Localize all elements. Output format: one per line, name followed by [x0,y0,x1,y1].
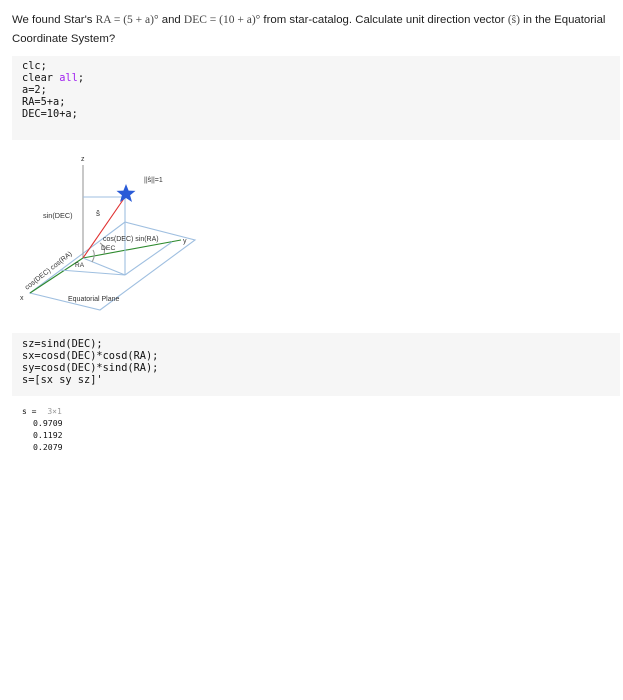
question-part-3: from star-catalog. Calculate unit direct… [260,14,508,26]
plane-projection-line [82,257,126,276]
dec-angle-label: DEC [101,245,115,252]
dec-expression: DEC = (10 + a)° [183,14,261,26]
output-size: 3×1 [47,407,62,416]
code-keyword: all [59,71,78,84]
output-header: s = 3×1 [22,407,63,417]
x-axis-label: x [20,295,24,302]
code-line: a=2; [22,83,47,96]
unit-vector-arrow [82,196,126,259]
question-text: We found Star's RA = (5 + a)° and DEC = … [12,11,612,49]
y-axis-label: y [183,238,187,245]
star-icon [116,184,136,202]
ra-expression: RA = (5 + a)° [95,14,159,26]
x-axis [29,257,84,294]
cos-dec-cos-ra-label: cos(DEC) cos(RA) [24,251,74,292]
code-line: clear all; [22,71,85,84]
norm-label: ||ŝ||=1 [144,177,163,184]
ra-angle-label: RA [75,262,85,269]
output-variable: s [22,407,27,416]
cos-dec-sin-ra-label: cos(DEC) sin(RA) [103,236,159,243]
code-line: sy=cosd(DEC)*sind(RA); [22,361,159,374]
code-line: DEC=10+a; [22,107,78,120]
ra-angle-arc [91,249,95,263]
output-equals: = [31,407,37,416]
unit-vector-symbol: (ŝ) [507,14,520,26]
sin-dec-label: sin(DEC) [43,211,73,220]
y-axis [82,239,182,259]
z-axis-label: z [81,156,85,163]
output-value: 0.2079 [33,442,63,452]
output-value: 0.1192 [33,430,63,440]
x-component-line [59,269,126,276]
question-part-1: We found Star's [12,14,96,26]
code-block-computation[interactable]: sz=sind(DEC); sx=cosd(DEC)*cosd(RA); sy=… [12,333,620,396]
command-output: s = 3×1 0.9709 0.1192 0.2079 [22,407,63,453]
code-line: sz=sind(DEC); [22,338,103,350]
code-block-setup[interactable]: clc; clear all; a=2; RA=5+a; DEC=10+a; [12,56,620,140]
code-line: sx=cosd(DEC)*cosd(RA); [22,349,159,362]
code-line: clc; [22,60,47,72]
equatorial-plane-label: Equatorial Plane [68,296,119,303]
code-line: RA=5+a; [22,95,66,108]
output-value: 0.9709 [33,418,63,428]
code-line: s=[sx sy sz]' [22,373,103,386]
y-component-line [124,241,173,276]
equatorial-plane-outline [28,221,197,311]
s-hat-label: ŝ [96,209,100,218]
equatorial-coordinate-diagram: z x y ||ŝ||=1 ŝ sin(DEC) cos(DEC) sin(RA… [20,156,197,311]
question-part-2: and [158,14,184,26]
question-part-4: in the Equatorial Coordinate System? [12,14,606,45]
dec-angle-arc [99,242,106,255]
